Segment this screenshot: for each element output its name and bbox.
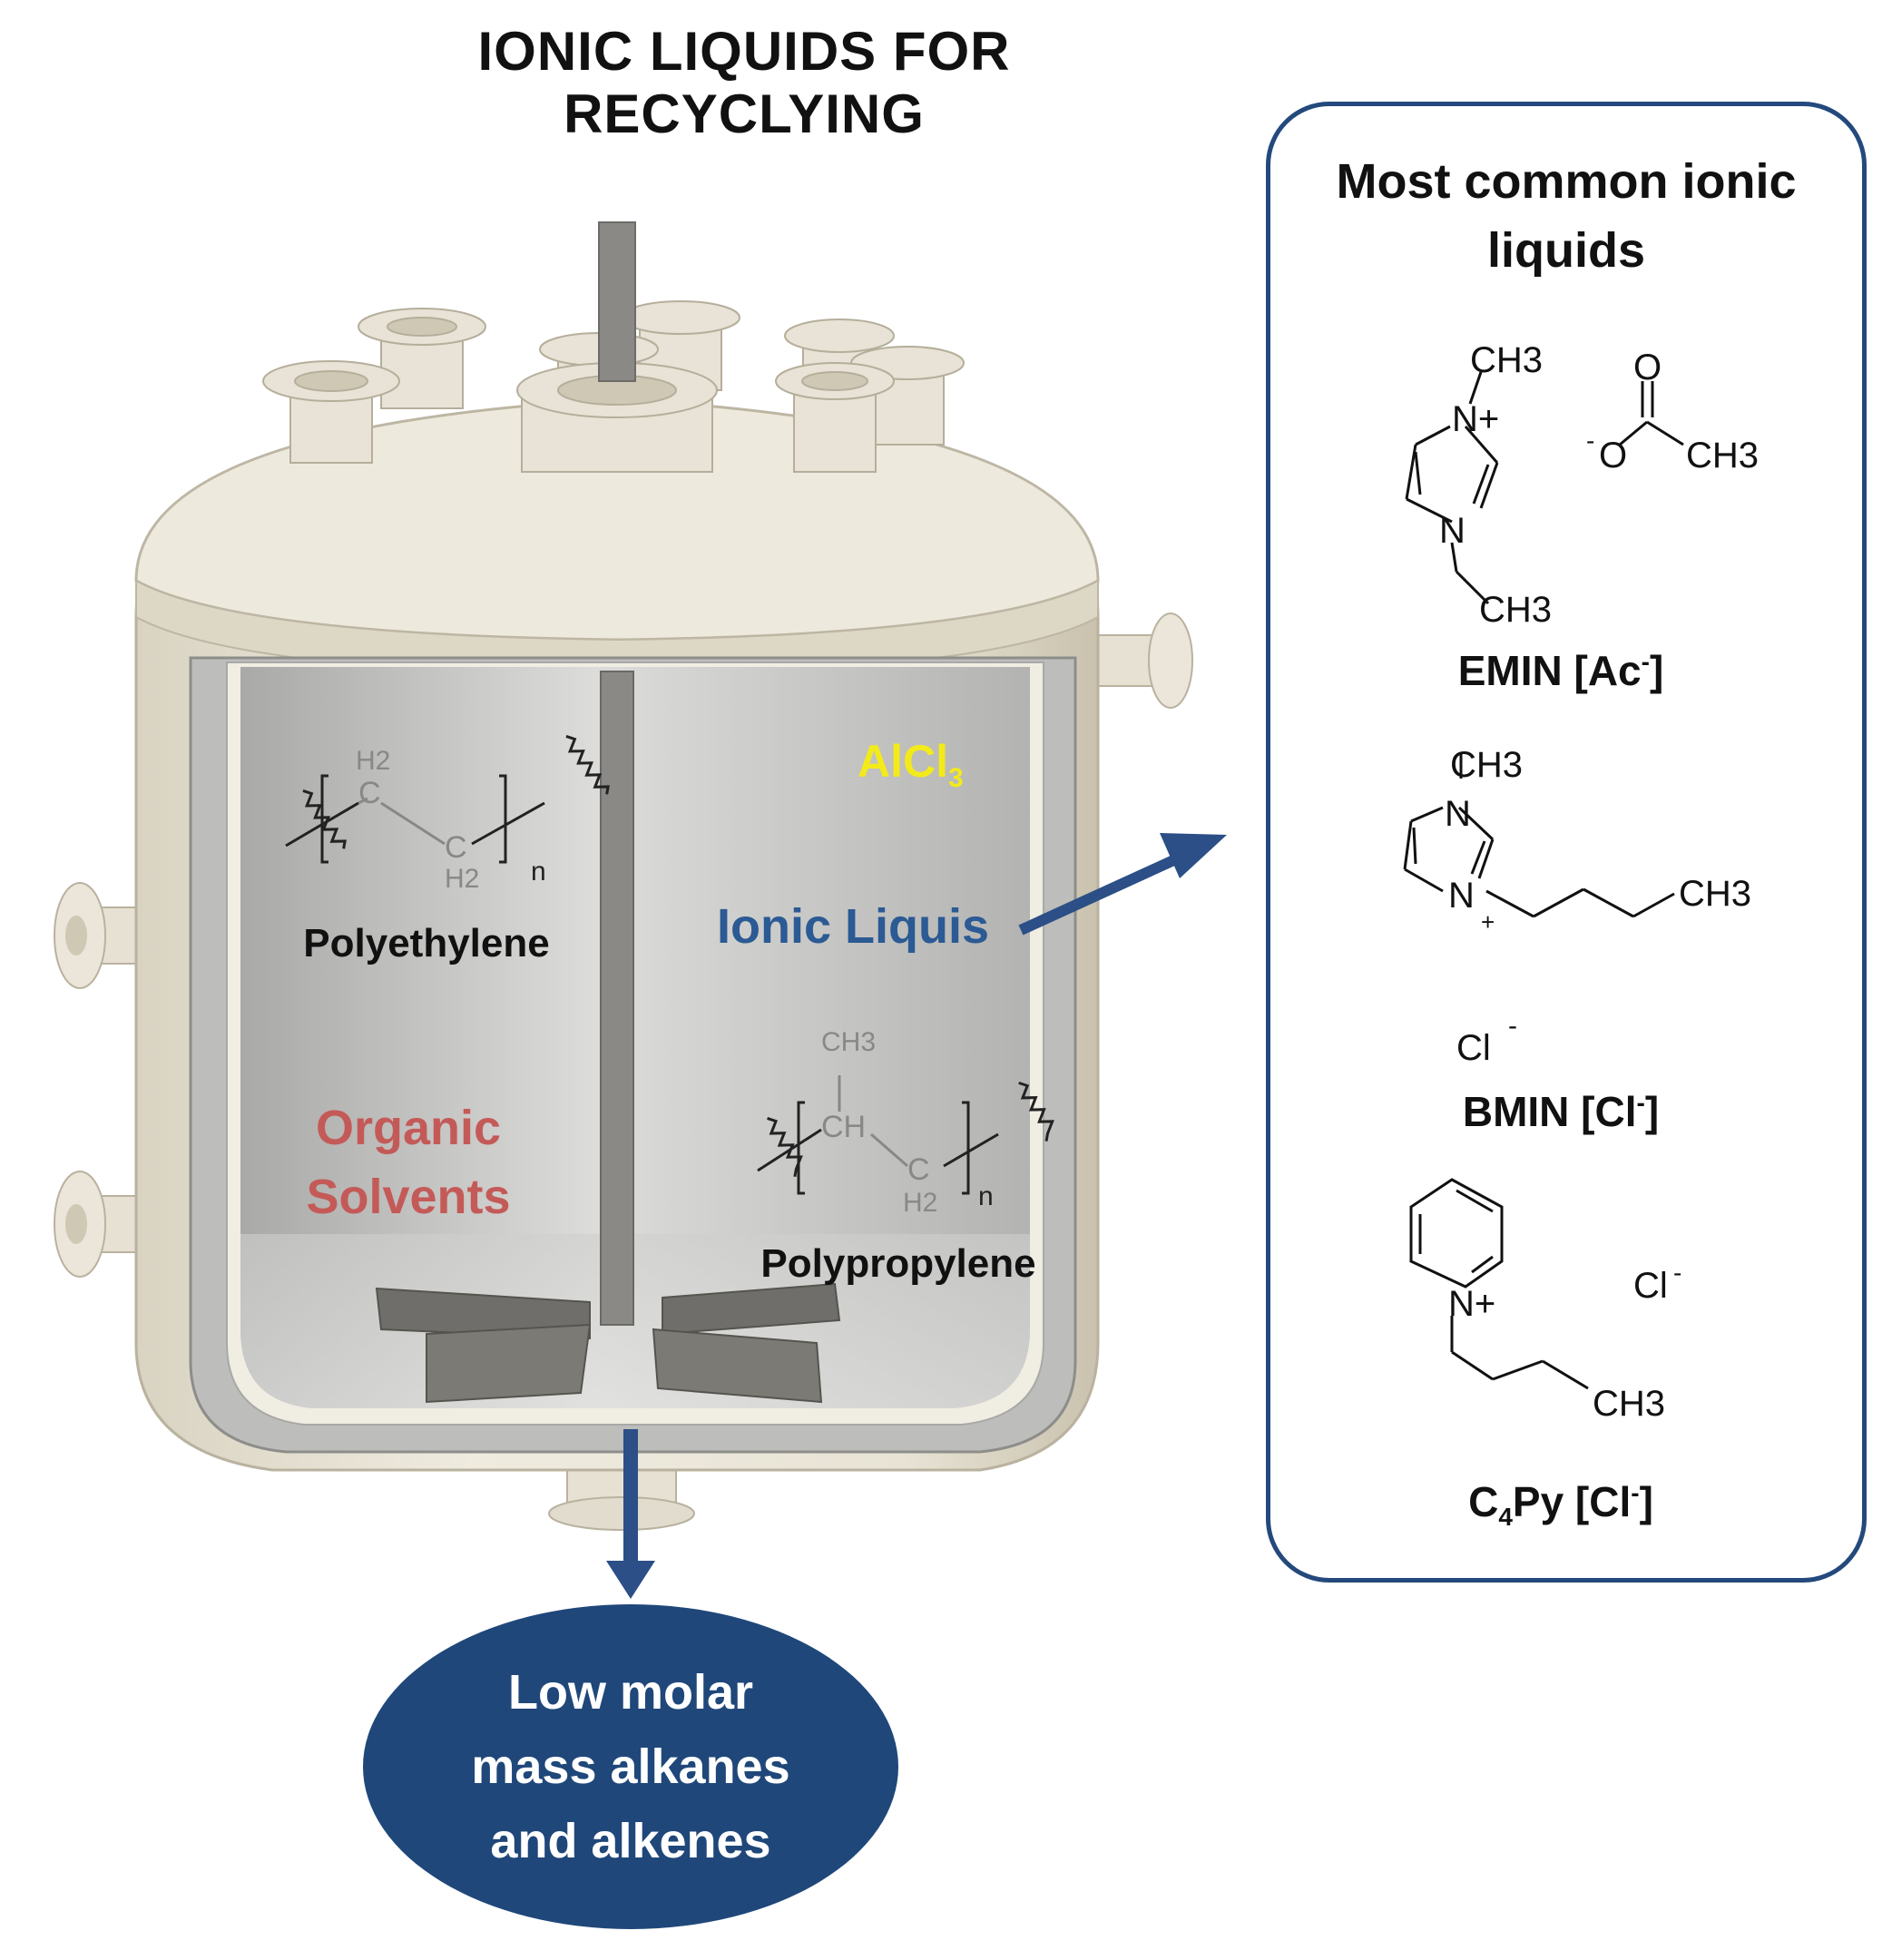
bmin-plus: +	[1481, 908, 1495, 936]
c4py-ch3: CH3	[1593, 1384, 1665, 1424]
panel-title-line-2: liquids	[1487, 223, 1645, 278]
catalyst-label: AlCl3	[858, 735, 964, 794]
catalyst-main: AlCl	[858, 736, 948, 787]
bmin-ring	[1403, 753, 1675, 918]
outcome-line-3: and alkenes	[490, 1814, 771, 1868]
acetate-o-double: O	[1633, 348, 1662, 387]
figure-title: IONIC LIQUIDS FOR RECYCLYING	[477, 21, 1011, 144]
pp-n: n	[978, 1181, 994, 1211]
bmin-name-sup: -	[1636, 1088, 1645, 1117]
c4py-name-sup: -	[1631, 1478, 1640, 1507]
pp-h2: H2	[903, 1188, 937, 1218]
solvent-line-2: Solvents	[306, 1170, 511, 1224]
emin-ring	[1405, 371, 1499, 605]
compound-name-emin: EMIN [Ac-]	[1379, 646, 1742, 695]
c4py-name-pre: C	[1468, 1478, 1499, 1525]
emin-n-plus: N+	[1452, 399, 1499, 439]
polyethylene-label: Polyethylene	[303, 921, 550, 965]
emin-name-text: EMIN [Ac	[1457, 647, 1642, 694]
compound-name-bmin: BMIN [Cl-]	[1379, 1087, 1742, 1136]
arrow-to-panel	[1018, 833, 1227, 936]
impeller	[375, 1282, 841, 1404]
organic-solvents-label: Organic Solvents	[290, 1093, 526, 1231]
catalyst-sub: 3	[948, 763, 964, 793]
bmin-ch3-top: CH3	[1450, 745, 1523, 785]
acetate-o-minus: O	[1599, 436, 1627, 475]
bmin-n-bottom: N	[1448, 876, 1475, 916]
panel-title: Most common ionic liquids	[1279, 147, 1853, 285]
c4py-cl: Cl	[1633, 1266, 1668, 1306]
pe-c-top: C	[358, 776, 381, 810]
bmin-name-close: ]	[1644, 1088, 1660, 1135]
pe-c-bottom: C	[445, 830, 467, 865]
shaft-top	[598, 221, 636, 382]
solvent-line-1: Organic	[315, 1101, 502, 1155]
polypropylene-label: Polypropylene	[760, 1241, 1036, 1286]
compound-name-c4py: C4Py [Cl-]	[1379, 1477, 1742, 1532]
pyridinium-ring	[1409, 1178, 1589, 1390]
arrow-to-outcome	[606, 1429, 655, 1599]
bmin-ch3-right: CH3	[1679, 874, 1751, 914]
acetate-structure	[1619, 381, 1684, 446]
vessel-interior	[240, 667, 1030, 1408]
pe-h2-bottom: H2	[445, 864, 479, 894]
emin-ch3-top: CH3	[1470, 340, 1543, 380]
bmin-name-text: BMIN [Cl	[1462, 1088, 1637, 1135]
pe-h2-top: H2	[356, 746, 390, 776]
c4py-minus: -	[1673, 1259, 1681, 1287]
pe-n: n	[531, 857, 546, 887]
bmin-n-top: N	[1445, 794, 1471, 834]
emin-n: N	[1439, 511, 1466, 551]
pp-ch3: CH3	[821, 1027, 876, 1057]
c4py-n-plus: N+	[1448, 1284, 1495, 1324]
bottom-nozzle	[548, 1469, 695, 1531]
outcome-line-1: Low molar	[507, 1665, 754, 1720]
polyethylene-structure	[285, 734, 610, 864]
compound-structures: CH3 N+ N CH3 O - O CH3 CH3 N N + CH3 Cl …	[1403, 340, 1759, 1424]
pp-ch: CH	[821, 1110, 866, 1144]
right-nozzle	[1088, 612, 1193, 709]
panel-title-line-1: Most common ionic	[1336, 154, 1797, 209]
outcome-text: Low molar mass alkanes and alkenes	[431, 1655, 830, 1878]
bmin-minus: -	[1508, 1011, 1517, 1041]
emin-name-close: ]	[1649, 647, 1664, 694]
ionic-liquids-label: Ionic Liquis	[717, 899, 990, 954]
c4py-name-close: ]	[1639, 1478, 1653, 1525]
outcome-ellipse: Low molar mass alkanes and alkenes	[363, 1604, 898, 1929]
polypropylene-structure	[757, 1075, 1054, 1195]
c4py-name-post: Py [Cl	[1512, 1478, 1632, 1525]
ionic-liquids-panel	[1266, 102, 1867, 1583]
outcome-line-2: mass alkanes	[471, 1740, 790, 1794]
emin-ch3-bottom: CH3	[1479, 590, 1552, 630]
emin-name-sup: -	[1641, 647, 1650, 676]
agitator-shaft	[600, 671, 634, 1326]
top-ports	[262, 300, 965, 473]
bmin-cl: Cl	[1456, 1028, 1491, 1068]
reactor-illustration: H2 C C H2 n CH3 CH C H2 n	[54, 221, 1227, 1599]
c4py-name-sub: 4	[1498, 1503, 1513, 1532]
pp-c: C	[907, 1152, 930, 1187]
acetate-minus: -	[1586, 426, 1594, 455]
acetate-ch3: CH3	[1686, 436, 1759, 475]
